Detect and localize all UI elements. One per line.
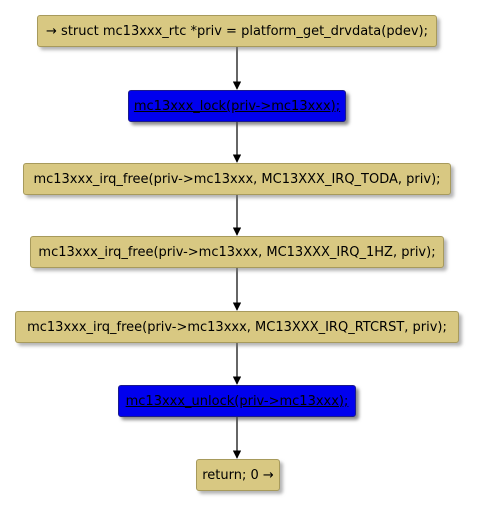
flow-node-irq-free-rtcrst[interactable]: mc13xxx_irq_free(priv->mc13xxx, MC13XXX_… — [15, 311, 459, 343]
flow-node-lock-call[interactable]: mc13xxx_lock(priv->mc13xxx); — [128, 90, 346, 122]
flow-node-irq-free-toda[interactable]: mc13xxx_irq_free(priv->mc13xxx, MC13XXX_… — [23, 163, 451, 195]
flow-node-unlock-call[interactable]: mc13xxx_unlock(priv->mc13xxx); — [118, 385, 356, 417]
flow-node-label: mc13xxx_lock(priv->mc13xxx); — [133, 98, 341, 114]
flow-node-label: mc13xxx_irq_free(priv->mc13xxx, MC13XXX_… — [27, 319, 447, 335]
flow-node-label: mc13xxx_irq_free(priv->mc13xxx, MC13XXX_… — [38, 244, 436, 260]
flow-node-label: mc13xxx_unlock(priv->mc13xxx); — [125, 393, 349, 409]
flow-node-label: return; 0 → — [202, 467, 274, 483]
flow-node-get-drvdata[interactable]: → struct mc13xxx_rtc *priv = platform_ge… — [37, 15, 437, 47]
flow-node-return[interactable]: return; 0 → — [196, 459, 280, 491]
flow-node-irq-free-1hz[interactable]: mc13xxx_irq_free(priv->mc13xxx, MC13XXX_… — [30, 236, 444, 268]
flow-node-label: mc13xxx_irq_free(priv->mc13xxx, MC13XXX_… — [33, 171, 441, 187]
flow-node-label: → struct mc13xxx_rtc *priv = platform_ge… — [46, 23, 428, 39]
